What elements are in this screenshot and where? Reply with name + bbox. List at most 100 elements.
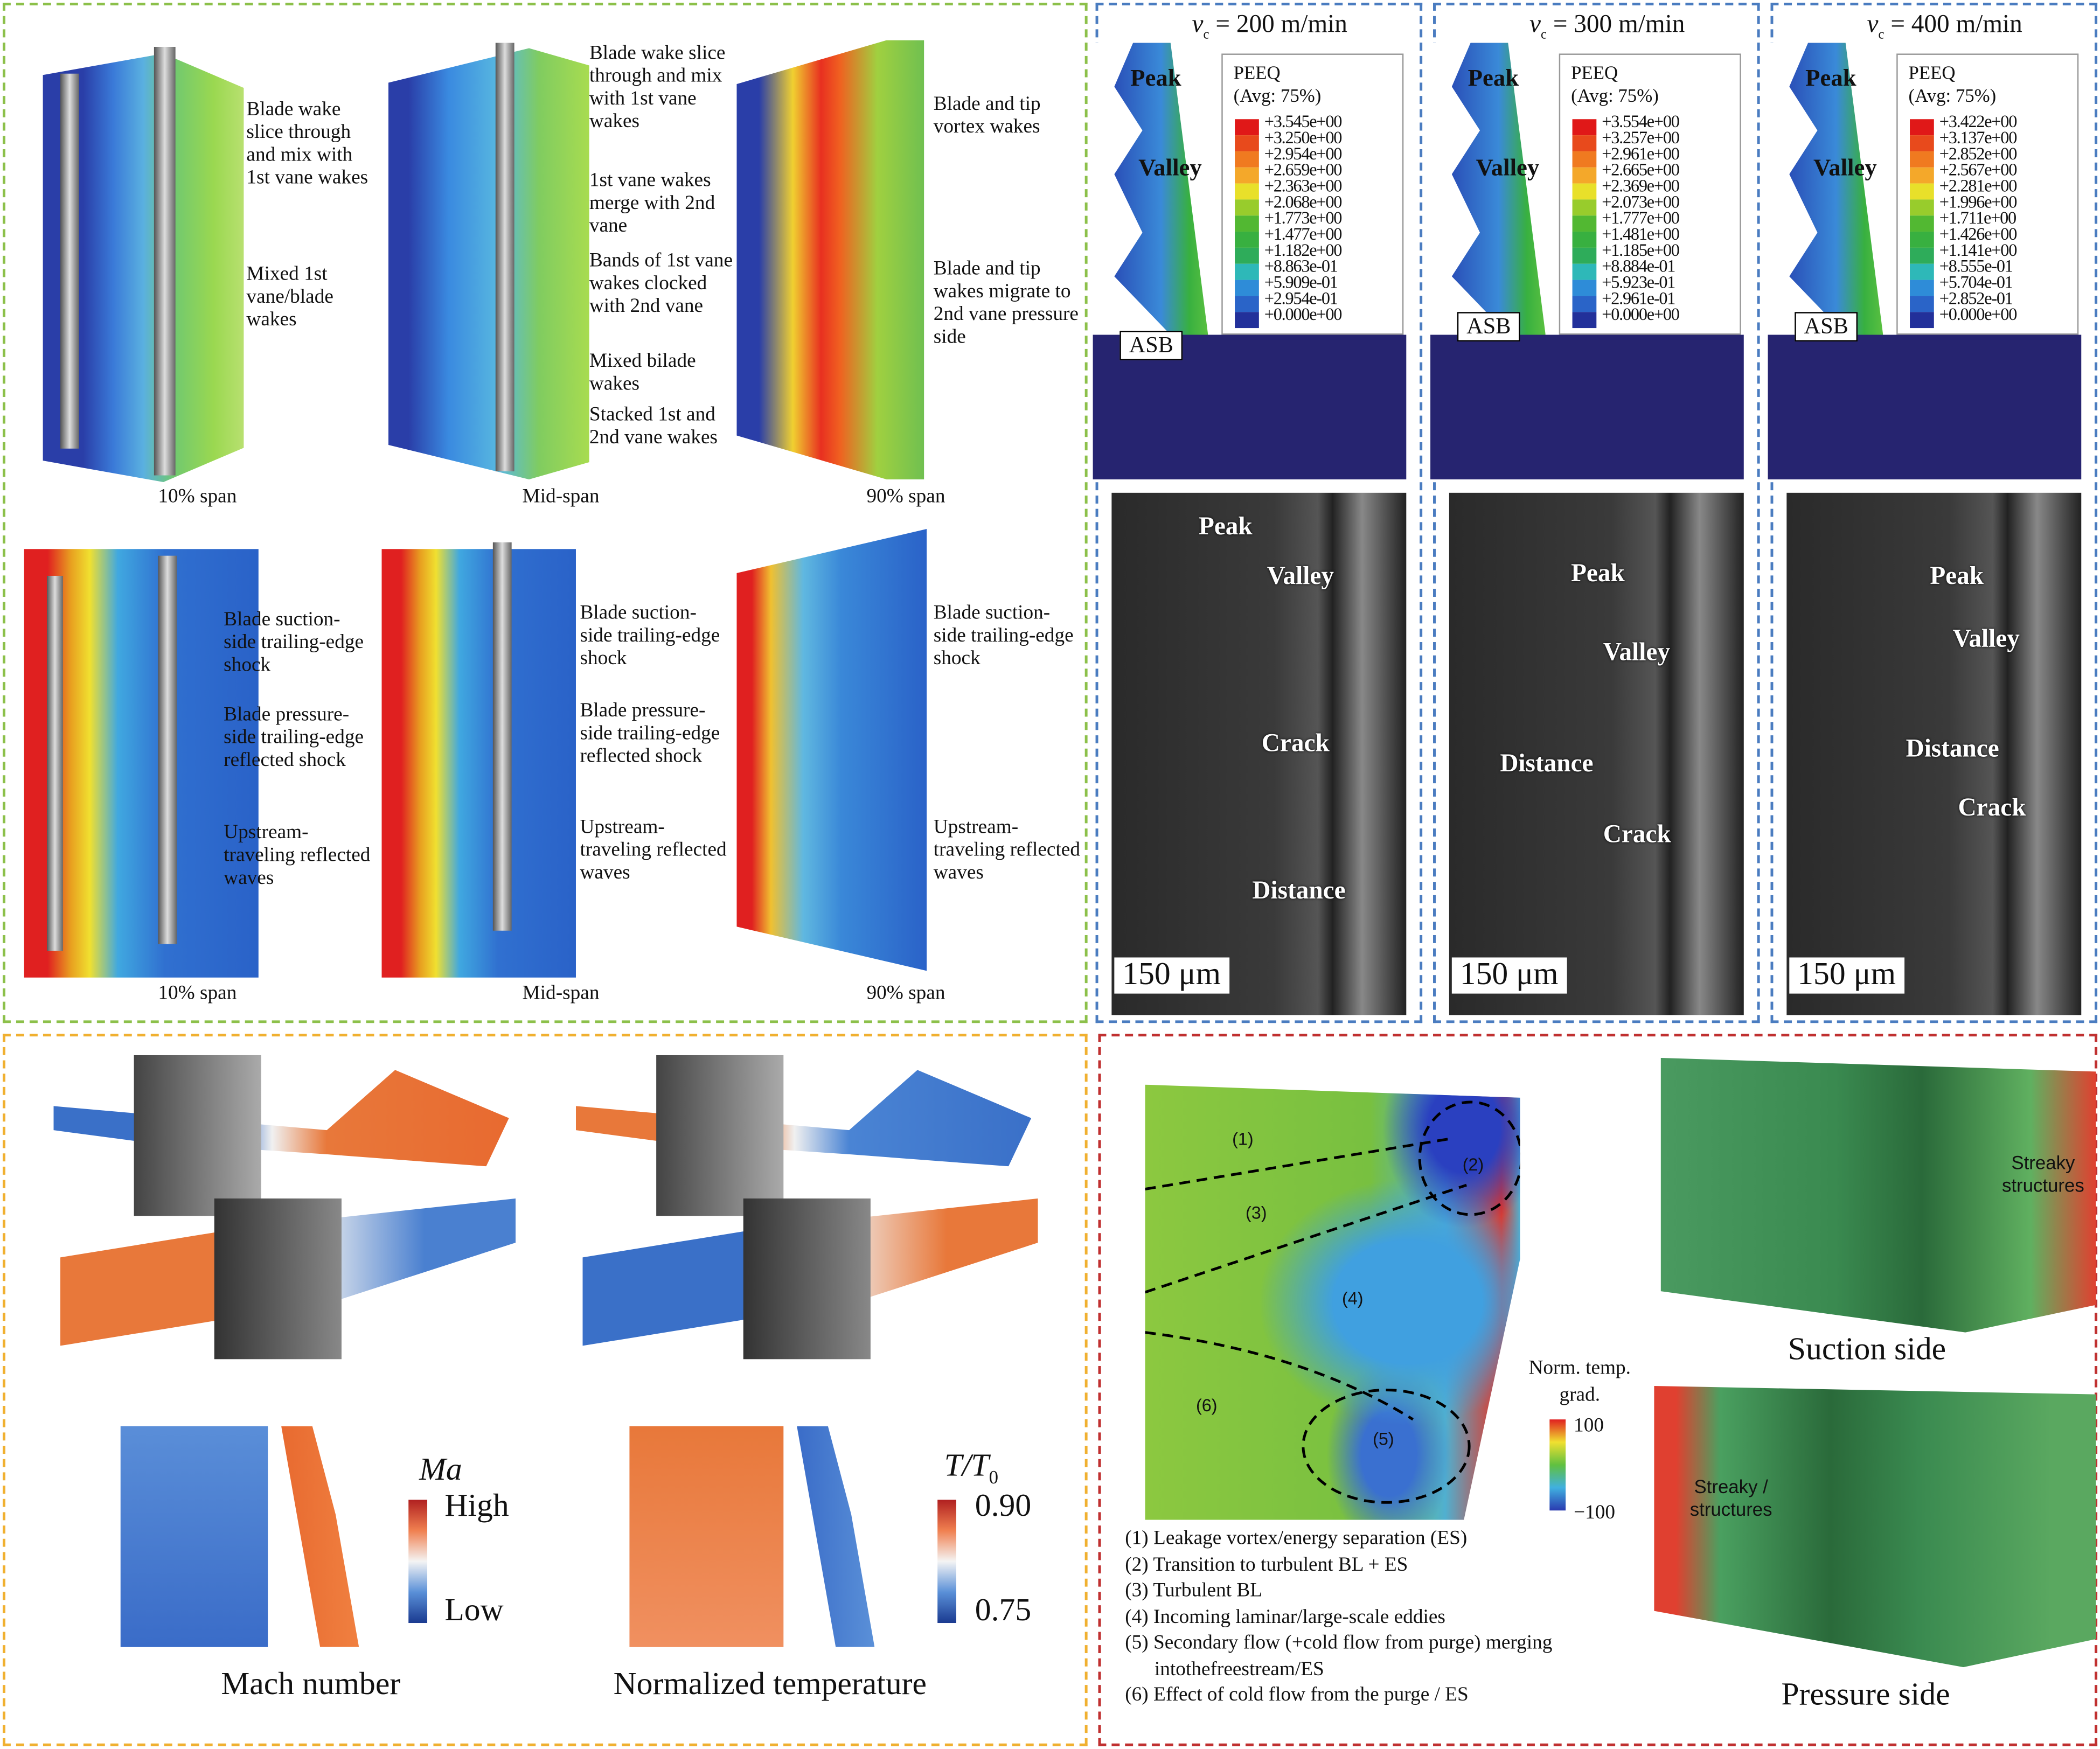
legend-value: +2.369e+00 [1602, 175, 1680, 196]
legend-band [1910, 296, 1934, 312]
legend-band [1572, 263, 1597, 280]
legend-value: +2.567e+00 [1939, 159, 2018, 180]
legend-band [1235, 119, 1259, 136]
peak-label: Peak [1130, 64, 1181, 92]
legend-band [1910, 183, 1934, 200]
cutting-speed-value: = 400 m/min [1884, 10, 2022, 39]
legend-value: +3.257e+00 [1602, 127, 1680, 148]
legend-value: +1.481e+00 [1602, 224, 1680, 244]
micro-label-3: Distance [1906, 735, 1999, 764]
legend-title: PEEQ [1571, 64, 1618, 85]
legend-subtitle: (Avg: 75%) [1233, 87, 1322, 107]
legend-value: +2.954e+00 [1264, 143, 1343, 164]
valley-label: Valley [1476, 154, 1540, 181]
legend-value: +8.555e-01 [1939, 255, 2013, 276]
workpiece [1430, 335, 1744, 479]
heat-colorbar [1549, 1419, 1566, 1511]
legend-band [1235, 280, 1259, 296]
chip-micrograph [1449, 492, 1744, 1015]
legend-value: +2.852e-01 [1939, 288, 2013, 308]
shock-contour-mid-span [381, 549, 576, 978]
cutting-speed-title: vc = 400 m/min [1867, 11, 2022, 43]
legend-band [1572, 167, 1597, 184]
annotation: Mixed 1st vane/blade wakes [246, 263, 333, 331]
legend-subtitle: (Avg: 75%) [1908, 87, 1997, 107]
v-symbol: v [1867, 10, 1879, 39]
legend-band [1235, 135, 1259, 151]
asb-label: ASB [1119, 331, 1183, 360]
legend-band [1235, 312, 1259, 329]
v-symbol: v [1529, 10, 1541, 39]
heat-legend-title: Norm. temp. grad. [1528, 1357, 1631, 1406]
legend-value: +0.000e+00 [1939, 304, 2018, 324]
annotation: Upstream-traveling reflected waves [933, 817, 1081, 884]
legend-subtitle: (Avg: 75%) [1571, 87, 1659, 107]
micro-valley-label: Valley [1267, 562, 1334, 591]
suction-caption: Suction side [1788, 1332, 1946, 1368]
pressure-annotation: Streaky / structures [1689, 1475, 1772, 1520]
micro-peak-label: Peak [1571, 560, 1625, 588]
heat-panel-frame [1098, 1034, 2098, 1746]
legend-value: +2.281e+00 [1939, 175, 2018, 196]
temp-legend-max: 0.90 [975, 1489, 1032, 1524]
annotation: Blade wake slice through and mix with 1s… [246, 99, 368, 189]
micro-valley-label: Valley [1603, 638, 1670, 667]
vane-row-icon [154, 47, 176, 476]
legend-band [1235, 167, 1259, 184]
legend-value: +3.554e+00 [1602, 111, 1680, 131]
legend-value: +1.426e+00 [1939, 224, 2018, 244]
note: (1) Leakage vortex/energy separation (ES… [1125, 1528, 1468, 1550]
annotation: Blade and tip wakes migrate to 2nd vane … [933, 258, 1079, 349]
vane-row-icon [492, 542, 512, 931]
legend-colorbar [1910, 119, 1934, 329]
caption: Mid-span [522, 486, 600, 508]
valley-label: Valley [1813, 154, 1877, 181]
cutting-speed-value: = 300 m/min [1547, 10, 1685, 39]
blade-icon [743, 1198, 871, 1360]
heat-legend-min: −100 [1574, 1502, 1616, 1524]
annotation: Upstream-traveling reflected waves [580, 817, 727, 884]
legend-band [1910, 247, 1934, 264]
legend-value: +8.884e-01 [1602, 255, 1675, 276]
legend-band [1235, 247, 1259, 264]
annotation: Blade and tip vortex wakes [933, 94, 1041, 138]
legend-band [1910, 199, 1934, 216]
mach-legend-low: Low [444, 1593, 504, 1628]
suction-side-isosurface [1660, 1057, 2096, 1333]
legend-value: +3.250e+00 [1264, 127, 1343, 148]
temp-colorbar [937, 1500, 957, 1623]
blade-icon [656, 1055, 784, 1216]
note: (2) Transition to turbulent BL + ES [1125, 1554, 1408, 1576]
legend-band [1235, 215, 1259, 232]
micro-label-3: Distance [1500, 750, 1594, 778]
legend-band [1572, 247, 1597, 264]
annotation: Blade suction-side trailing-edge shock [933, 602, 1074, 670]
cutting-panel-frame-1 [1095, 2, 1423, 1023]
legend-value: +0.000e+00 [1602, 304, 1680, 324]
region-label: (6) [1195, 1395, 1218, 1416]
legend-value: +2.852e+00 [1939, 143, 2018, 164]
legend-band [1572, 215, 1597, 232]
micro-label-4: Crack [1603, 820, 1671, 849]
shock-contour-90-span [736, 528, 927, 971]
legend-value: +2.961e+00 [1602, 143, 1680, 164]
wake-contour-mid-span [388, 48, 589, 479]
legend-band [1235, 296, 1259, 312]
legend-value: +2.073e+00 [1602, 191, 1680, 212]
vane-row-icon [158, 555, 177, 944]
peak-label: Peak [1805, 64, 1856, 92]
legend-band [1910, 280, 1934, 296]
caption: 10% span [158, 982, 237, 1005]
legend-band [1572, 280, 1597, 296]
legend-value: +1.777e+00 [1602, 207, 1680, 228]
temp-legend-t0: /T [962, 1448, 989, 1484]
micro-label-4: Distance [1252, 877, 1346, 905]
annotation: Bands of 1st vane wakes clocked with 2nd… [589, 250, 733, 318]
legend-value: +2.659e+00 [1264, 159, 1343, 180]
vane-row-icon [47, 575, 63, 951]
micro-label-3: Crack [1261, 729, 1330, 758]
blade-icon [134, 1055, 261, 1216]
legend-values: +3.554e+00+3.257e+00+2.961e+00+2.665e+00… [1602, 111, 1680, 324]
legend-band [1910, 119, 1934, 136]
micro-peak-label: Peak [1930, 562, 1984, 591]
